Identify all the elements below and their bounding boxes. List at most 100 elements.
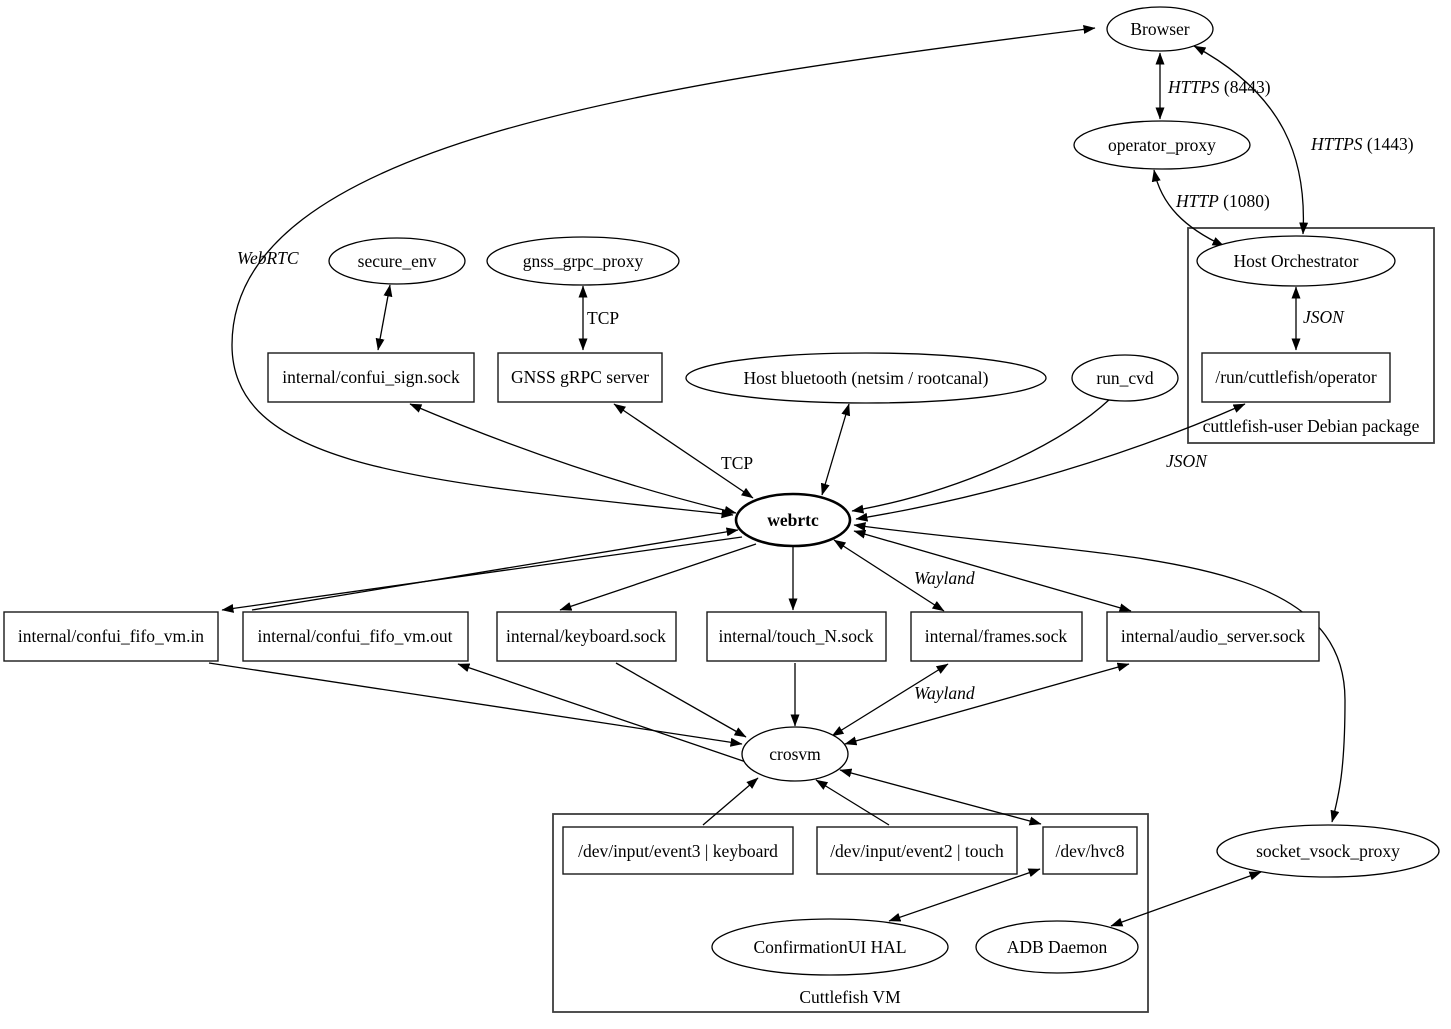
- adb-daemon-label: ADB Daemon: [1007, 937, 1108, 957]
- node-webrtc: webrtc: [734, 492, 852, 548]
- event2-label: /dev/input/event2 | touch: [830, 841, 1004, 861]
- audio-server-sock-label: internal/audio_server.sock: [1121, 626, 1305, 646]
- edge-label-http-1080: HTTP (1080): [1175, 191, 1270, 211]
- hvc8-shape: [1042, 826, 1138, 875]
- node-confui-sign-sock: internal/confui_sign.sock: [267, 352, 475, 403]
- edge-confui-sign-webrtc: [409, 403, 737, 515]
- node-gnss-grpc-server: GNSS gRPC server: [497, 352, 663, 403]
- secure-env-label: secure_env: [358, 251, 437, 271]
- node-frames-sock: internal/frames.sock: [910, 611, 1083, 662]
- webrtc-shape: [734, 492, 852, 548]
- edge-confirmationui-hal-hvc8: [888, 868, 1041, 922]
- node-confui-fifo-in: internal/confui_fifo_vm.in: [3, 611, 219, 662]
- node-touch-sock: internal/touch_N.sock: [706, 611, 887, 662]
- node-socket-vsock-proxy: socket_vsock_proxy: [1216, 824, 1440, 878]
- node-hvc8: /dev/hvc8: [1042, 826, 1138, 875]
- edge-label-https-8443: HTTPS (8443): [1167, 77, 1271, 97]
- gnss-grpc-proxy-label: gnss_grpc_proxy: [523, 251, 644, 271]
- crosvm-shape: [741, 726, 849, 782]
- browser-label: Browser: [1130, 19, 1189, 39]
- node-layer: Browser operator_proxy Host Orchestrator…: [3, 6, 1440, 976]
- edge-bluetooth-webrtc: [820, 403, 851, 496]
- edge-operator-proxy-host-orchestrator: [1151, 169, 1225, 247]
- node-operator-socket: /run/cuttlefish/operator: [1201, 352, 1391, 403]
- edge-webrtc-confui-fifo-in: [221, 536, 743, 613]
- host-bluetooth-shape: [685, 352, 1047, 404]
- node-secure-env: secure_env: [328, 237, 466, 285]
- edge-browser-host-orchestrator: [1193, 45, 1309, 235]
- edge-crosvm-confui-fifo-out: [457, 663, 747, 763]
- edge-event3-crosvm: [702, 777, 759, 826]
- secure-env-shape: [328, 237, 466, 285]
- edge-label-json-orchestrator: JSON: [1303, 307, 1345, 327]
- event2-shape: [816, 826, 1018, 875]
- edge-confui-fifo-in-crosvm: [208, 662, 743, 747]
- edge-label-json-webrtc: JSON: [1166, 451, 1208, 471]
- edge-webrtc-keyboard-sock: [559, 543, 757, 611]
- gnss-grpc-proxy-shape: [486, 236, 680, 286]
- webrtc-label: webrtc: [767, 510, 819, 530]
- edge-crosvm-audio-sock: [844, 662, 1130, 746]
- node-event2: /dev/input/event2 | touch: [816, 826, 1018, 875]
- audio-server-sock-shape: [1106, 611, 1320, 662]
- touch-sock-shape: [706, 611, 887, 662]
- edge-label-tcp-gnss-webrtc: TCP: [721, 453, 753, 473]
- edge-label-layer: HTTPS (8443) HTTPS (1443) HTTP (1080) JS…: [237, 77, 1414, 703]
- node-crosvm: crosvm: [741, 726, 849, 782]
- frames-sock-shape: [910, 611, 1083, 662]
- edge-label-webrtc-protocol: WebRTC: [237, 248, 299, 268]
- node-run-cvd: run_cvd: [1071, 354, 1179, 402]
- host-orchestrator-label: Host Orchestrator: [1234, 251, 1359, 271]
- edge-run-cvd-webrtc: [851, 398, 1111, 514]
- operator-proxy-shape: [1073, 120, 1251, 170]
- crosvm-label: crosvm: [769, 744, 821, 764]
- hvc8-label: /dev/hvc8: [1055, 841, 1124, 861]
- confui-fifo-out-shape: [242, 611, 469, 662]
- frames-sock-label: internal/frames.sock: [925, 626, 1068, 646]
- confirmationui-hal-label: ConfirmationUI HAL: [753, 937, 906, 957]
- edge-label-https-1443: HTTPS (1443): [1310, 134, 1414, 154]
- confui-sign-sock-shape: [267, 352, 475, 403]
- edge-label-wayland-webrtc: Wayland: [914, 568, 975, 588]
- edge-secure-env-confui-sign: [375, 284, 393, 351]
- node-audio-server-sock: internal/audio_server.sock: [1106, 611, 1320, 662]
- edge-event2-crosvm: [815, 779, 890, 826]
- confui-fifo-out-label: internal/confui_fifo_vm.out: [258, 626, 453, 646]
- run-cvd-shape: [1071, 354, 1179, 402]
- confui-fifo-in-shape: [3, 611, 219, 662]
- node-confui-fifo-out: internal/confui_fifo_vm.out: [242, 611, 469, 662]
- browser-shape: [1106, 6, 1214, 52]
- host-orchestrator-shape: [1196, 235, 1396, 287]
- node-host-orchestrator: Host Orchestrator: [1196, 235, 1396, 287]
- edge-label-wayland-crosvm: Wayland: [914, 683, 975, 703]
- edge-webrtc-audio-sock: [853, 529, 1132, 613]
- node-adb-daemon: ADB Daemon: [975, 920, 1139, 974]
- adb-daemon-shape: [975, 920, 1139, 974]
- keyboard-sock-label: internal/keyboard.sock: [506, 626, 666, 646]
- edge-gnss-server-webrtc: [613, 403, 754, 499]
- gnss-grpc-server-shape: [497, 352, 663, 403]
- node-event3: /dev/input/event3 | keyboard: [562, 826, 794, 875]
- operator-socket-shape: [1201, 352, 1391, 403]
- keyboard-sock-shape: [496, 611, 677, 662]
- node-gnss-grpc-proxy: gnss_grpc_proxy: [486, 236, 680, 286]
- operator-proxy-label: operator_proxy: [1108, 135, 1216, 155]
- edge-keyboard-sock-crosvm: [615, 662, 747, 738]
- debian-package-box: [1187, 227, 1435, 444]
- edge-label-tcp-gnss-proxy: TCP: [587, 308, 619, 328]
- edge-operator-socket-webrtc: [855, 403, 1246, 522]
- operator-socket-label: /run/cuttlefish/operator: [1215, 367, 1377, 387]
- confui-fifo-in-label: internal/confui_fifo_vm.in: [18, 626, 204, 646]
- confui-sign-sock-label: internal/confui_sign.sock: [282, 367, 460, 387]
- gnss-grpc-server-label: GNSS gRPC server: [511, 367, 649, 387]
- socket-vsock-proxy-shape: [1216, 824, 1440, 878]
- node-browser: Browser: [1106, 6, 1214, 52]
- confirmationui-hal-shape: [711, 918, 949, 976]
- edge-crosvm-hvc8: [839, 768, 1042, 826]
- cuttlefish-vm-label: Cuttlefish VM: [799, 987, 901, 1007]
- event3-label: /dev/input/event3 | keyboard: [578, 841, 778, 861]
- edge-confui-fifo-out-webrtc: [251, 527, 739, 611]
- node-host-bluetooth: Host bluetooth (netsim / rootcanal): [685, 352, 1047, 404]
